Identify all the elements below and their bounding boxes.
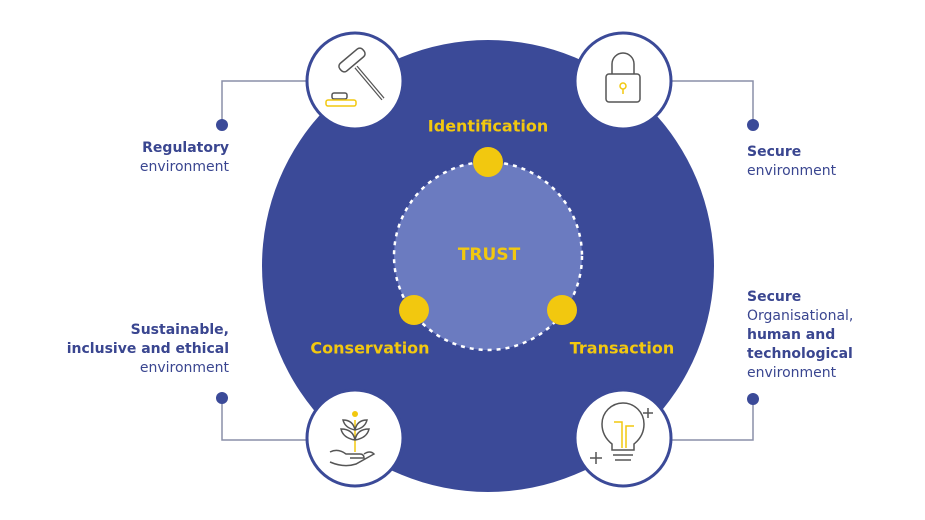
label-bold: technological xyxy=(747,346,853,362)
transaction-dot xyxy=(547,295,577,325)
plant-in-hand-icon xyxy=(329,411,376,467)
label-regular: environment xyxy=(747,365,837,381)
label-bold: Secure xyxy=(747,144,802,160)
pillar-identification-label: Identification xyxy=(427,116,549,136)
label-bold: inclusive and ethical xyxy=(66,341,229,357)
label-bold: Sustainable, xyxy=(130,322,229,338)
center-trust-label: TRUST xyxy=(457,245,521,265)
label-bold: human and xyxy=(747,327,836,343)
dot-bottom-left xyxy=(216,392,228,404)
conservation-dot xyxy=(399,295,429,325)
connector-bottom-left xyxy=(221,398,307,441)
icon-circle-top-left xyxy=(305,31,405,131)
connectors xyxy=(221,80,754,441)
label-regular: environment xyxy=(139,159,229,175)
gavel-icon xyxy=(325,47,385,107)
label-secure-environment: Secure environment xyxy=(747,143,836,181)
lightbulb-icon xyxy=(590,402,653,464)
dot-top-left xyxy=(216,119,228,131)
pillar-conservation-label: Conservation xyxy=(310,338,430,358)
connector-top-left xyxy=(221,80,307,125)
label-bold: Regulatory xyxy=(142,140,229,156)
connector-top-right xyxy=(671,80,754,125)
label-regular: environment xyxy=(139,360,229,376)
dot-bottom-right xyxy=(747,393,759,405)
label-sustainable-environment: Sustainable, inclusive and ethical envir… xyxy=(67,321,229,378)
padlock-icon xyxy=(605,52,641,103)
label-bold: Secure xyxy=(747,289,802,305)
pillar-transaction-label: Transaction xyxy=(569,338,675,358)
icon-circle-top-right xyxy=(573,31,673,131)
connector-bottom-right xyxy=(671,399,754,441)
label-regular: Organisational, xyxy=(747,308,854,324)
label-secure-organisational-environment: Secure Organisational, human and technol… xyxy=(747,288,853,383)
icon-circle-bottom-right xyxy=(573,388,673,488)
label-regulatory-environment: Regulatory environment xyxy=(140,139,229,177)
label-regular: environment xyxy=(747,163,837,179)
dot-top-right xyxy=(747,119,759,131)
identification-dot xyxy=(473,147,503,177)
